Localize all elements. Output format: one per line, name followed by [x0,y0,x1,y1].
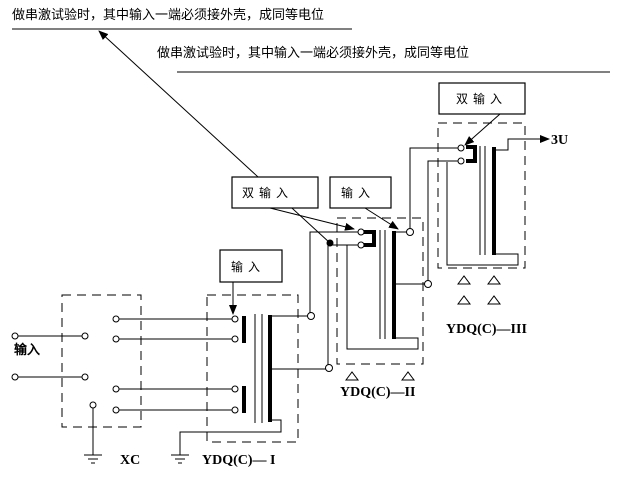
xc-enclosure [61,294,142,428]
dual-input-box-stage3: 双输入 [438,82,526,115]
note-top: 做串激试验时，其中输入一端必须接外壳，成同等电位 [12,7,324,23]
stage3-terminal [457,157,465,165]
arrow-input-stage2 [364,207,399,230]
stage3-label: YDQ(C)—III [446,322,527,337]
dual-input-label-stage3: 双输入 [456,91,507,106]
ground-icon [171,454,189,464]
terminals [112,315,239,414]
stage1-label: YDQ(C)— I [202,453,276,468]
ground-icon [84,454,102,464]
arrow-stage3 [464,113,501,146]
output-label: 3U [551,133,568,148]
stage3-return-wire [446,162,519,266]
stage2-insulator-icons [345,371,415,381]
xc-terminal [81,332,89,340]
input-box-stage2: 输入 [329,176,392,209]
note-pointer-arrow [98,30,331,244]
xc-to-stage1-wires [116,318,235,411]
stage3-primary-winding [466,145,477,163]
stage2-label: YDQ(C)—II [340,385,415,400]
main-input-terminal [11,332,19,340]
stage3-input-wire-a [409,147,461,232]
stage3-insulator-icons [457,275,501,305]
note-second: 做串激试验时，其中输入一端必须接外壳，成同等电位 [157,45,469,61]
stage2-primary-winding [364,230,376,247]
stage2-terminal [357,228,365,236]
stage1-ground-wire [179,419,282,455]
stage2-out-terminal [424,280,432,288]
stage1-enclosure [206,294,299,443]
case-connection-dot [326,239,334,247]
input-label-stage2: 输入 [341,185,375,200]
stage1-out-terminal [325,364,333,372]
stage3-input-wire-b [427,160,461,284]
stage3-enclosure [437,122,526,269]
arrow-dual-stage2 [269,207,355,231]
stage2-enclosure [336,217,424,365]
xc-terminal [81,373,89,381]
stage3-terminal [457,144,465,152]
stage1-out-terminal [307,312,315,320]
main-input-terminal [11,373,19,381]
dual-input-box-stage2: 双输入 [231,176,319,209]
stage2-input-wire-b [327,244,361,368]
stage2-input-wire-a [309,231,361,316]
stage2-terminal [357,241,365,249]
dual-input-label-stage2: 双输入 [242,185,293,200]
xc-label: XC [120,453,140,468]
stage2-out-terminal [406,228,414,236]
stage3-output-wire [494,138,525,151]
main-input-label: 输入 [14,342,40,358]
input-box-stage1: 输入 [219,249,283,283]
stage2-return-wire [346,245,419,350]
input-label-stage1: 输入 [231,259,265,274]
xc-ground-terminal [89,401,97,409]
